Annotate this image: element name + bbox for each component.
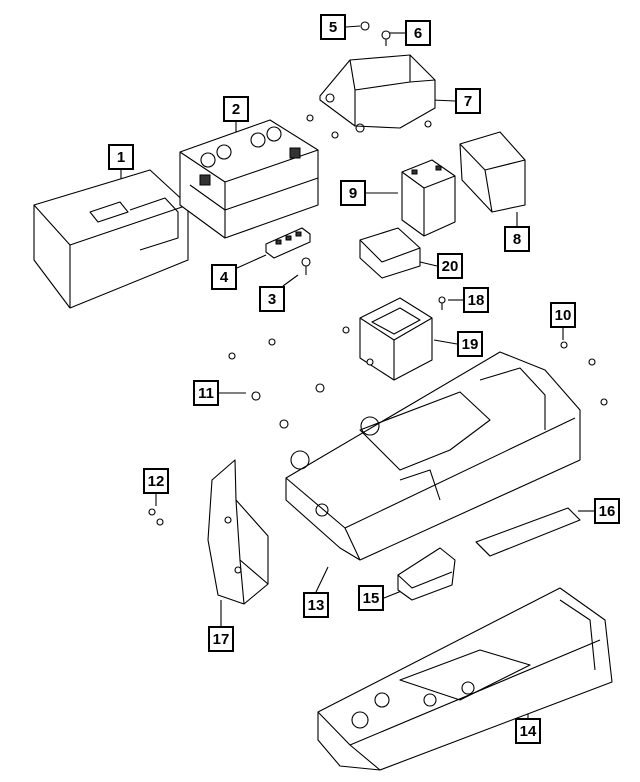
callout-1: 1 xyxy=(108,144,134,170)
housing-part-19 xyxy=(342,297,433,381)
clip-part-15 xyxy=(397,547,456,601)
main-tray-part xyxy=(285,351,581,561)
terminal-block-part xyxy=(265,227,311,259)
washer-part-10 xyxy=(228,338,608,406)
callout-18: 18 xyxy=(463,287,489,313)
callout-2: 2 xyxy=(223,96,249,122)
battery-part xyxy=(179,119,319,239)
nut-part-5 xyxy=(360,21,370,31)
callout-4: 4 xyxy=(211,264,237,290)
callout-7: 7 xyxy=(455,88,481,114)
bolt-part-11 xyxy=(251,383,325,429)
lower-tray-part xyxy=(317,587,613,771)
callout-11: 11 xyxy=(193,380,219,406)
callout-16: 16 xyxy=(594,498,620,524)
side-bracket-part xyxy=(207,459,269,605)
callout-15: 15 xyxy=(358,585,384,611)
tray-part-20 xyxy=(359,227,421,279)
battery-part-9 xyxy=(401,159,456,237)
bolt-part-3 xyxy=(301,257,311,275)
rail-part-16 xyxy=(475,507,581,557)
callout-5: 5 xyxy=(320,14,346,40)
callout-20: 20 xyxy=(437,253,463,279)
callout-13: 13 xyxy=(303,592,329,618)
bolt-part-6 xyxy=(381,30,391,46)
bolt-part-18 xyxy=(438,296,446,310)
callout-17: 17 xyxy=(208,626,234,652)
callout-3: 3 xyxy=(259,286,285,312)
box-part-8 xyxy=(459,131,526,213)
junction-bracket-part xyxy=(306,54,436,139)
callout-9: 9 xyxy=(340,180,366,206)
callout-10: 10 xyxy=(550,302,576,328)
callout-19: 19 xyxy=(457,331,483,357)
callout-8: 8 xyxy=(504,226,530,252)
battery-cover-part xyxy=(33,169,189,309)
callout-14: 14 xyxy=(515,718,541,744)
callout-6: 6 xyxy=(405,20,431,46)
screw-part-12 xyxy=(148,508,164,526)
callout-12: 12 xyxy=(143,468,169,494)
